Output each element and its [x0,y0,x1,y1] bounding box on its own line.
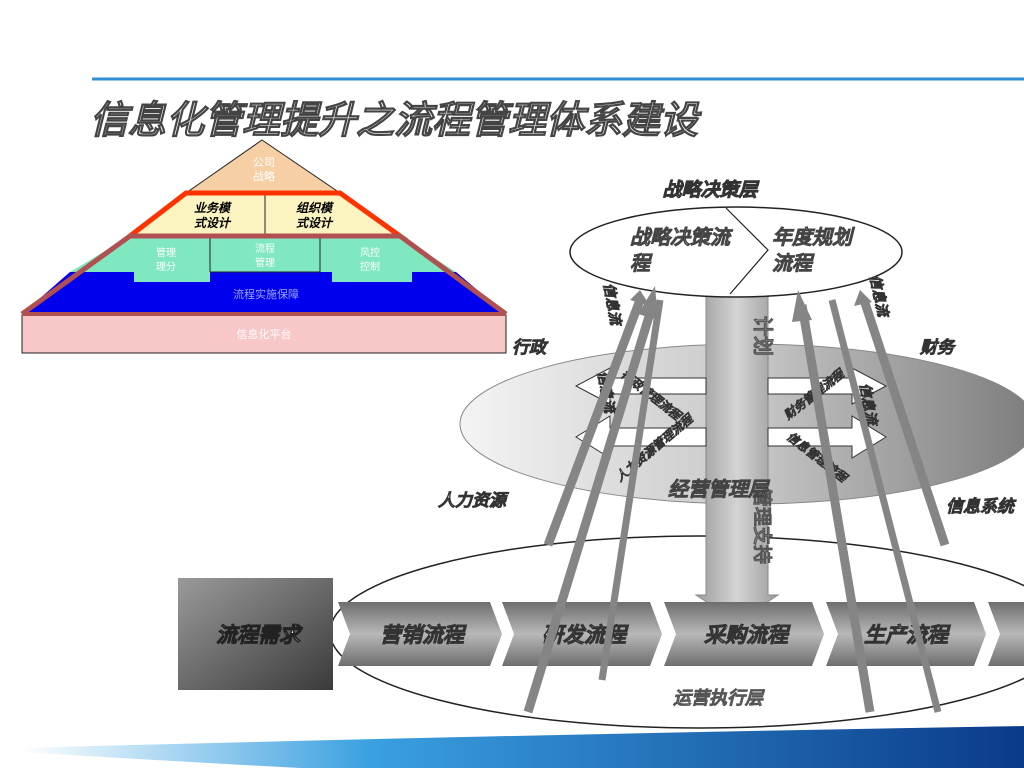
info-arrow-right-inner [797,304,875,713]
svg-text:管理: 管理 [255,256,275,269]
support-label: 管理支持 [751,488,774,564]
execution-layer-title: 运营执行层 [673,688,765,709]
purchase-process-label: 采购流程 [704,623,791,647]
process-demand-box [178,578,333,690]
info-arrow-right-outer [859,298,950,547]
pyramid-base-label: 信息化平台 [237,327,292,341]
info-arrow-left-inner [523,308,656,714]
annual-plan-line2: 流程 [772,251,815,275]
pyramid-top-line1: 公司 [253,156,275,169]
marketing-process-label: 营销流程 [380,623,467,647]
business-model-line2: 式设计 [194,216,232,230]
process-chain [178,578,1024,690]
plan-label: 计划 [751,316,775,356]
info-arrowhead-4 [854,290,872,306]
org-model-line2: 式设计 [296,216,334,230]
pyramid: 公司 战略 业务模 式设计 组织模 式设计 管理 理分 流程 管理 风控 控制 … [20,139,508,354]
info-flow-label-1: 信息流 [600,282,625,329]
strategy-flow-line2: 程 [630,251,653,275]
org-model-line1: 组织模 [296,201,334,215]
pyramid-row4 [22,272,506,314]
annual-plan-line1: 年度规划 [772,225,855,249]
strategy-layer-ellipse [569,206,903,298]
svg-text:风控: 风控 [360,246,380,259]
info-arrowhead-3 [630,290,650,306]
process-demand-label: 流程需求 [216,623,303,647]
info-arrowhead-2 [792,290,812,322]
management-layer-title: 经营管理层 [668,477,771,501]
hr-label: 人力资源 [438,491,509,511]
pyramid-top-line2: 战略 [253,169,275,183]
process-step-4 [826,602,986,666]
production-process-label: 生产流程 [864,623,951,647]
strategy-layer-title: 战略决策层 [662,179,760,201]
process-step-5-partial [988,602,1024,666]
process-step-2 [502,602,662,666]
page-title: 信息化管理提升之流程管理体系建设 [90,98,702,142]
svg-text:控制: 控制 [360,260,380,273]
svg-text:管理: 管理 [156,246,176,259]
pyramid-center-box [209,237,321,273]
it-system-label: 信息系统 [946,497,1017,517]
info-arrow-left-outer [543,298,645,547]
process-step-3 [664,602,824,666]
finance-label: 财务 [919,338,957,358]
svg-text:流程: 流程 [255,242,275,255]
strategy-flow-line1: 战略决策流 [630,225,733,249]
footer-swoosh [20,726,1024,768]
business-model-line1: 业务模 [194,201,232,215]
pyramid-base [21,314,507,354]
info-flow-arrows [523,298,950,714]
svg-text:理分: 理分 [156,261,176,273]
admin-label: 行政 [512,338,549,358]
process-step-1 [338,602,502,666]
pyramid-row4-label: 流程实施保障 [233,287,299,301]
brown-outline [20,233,508,317]
